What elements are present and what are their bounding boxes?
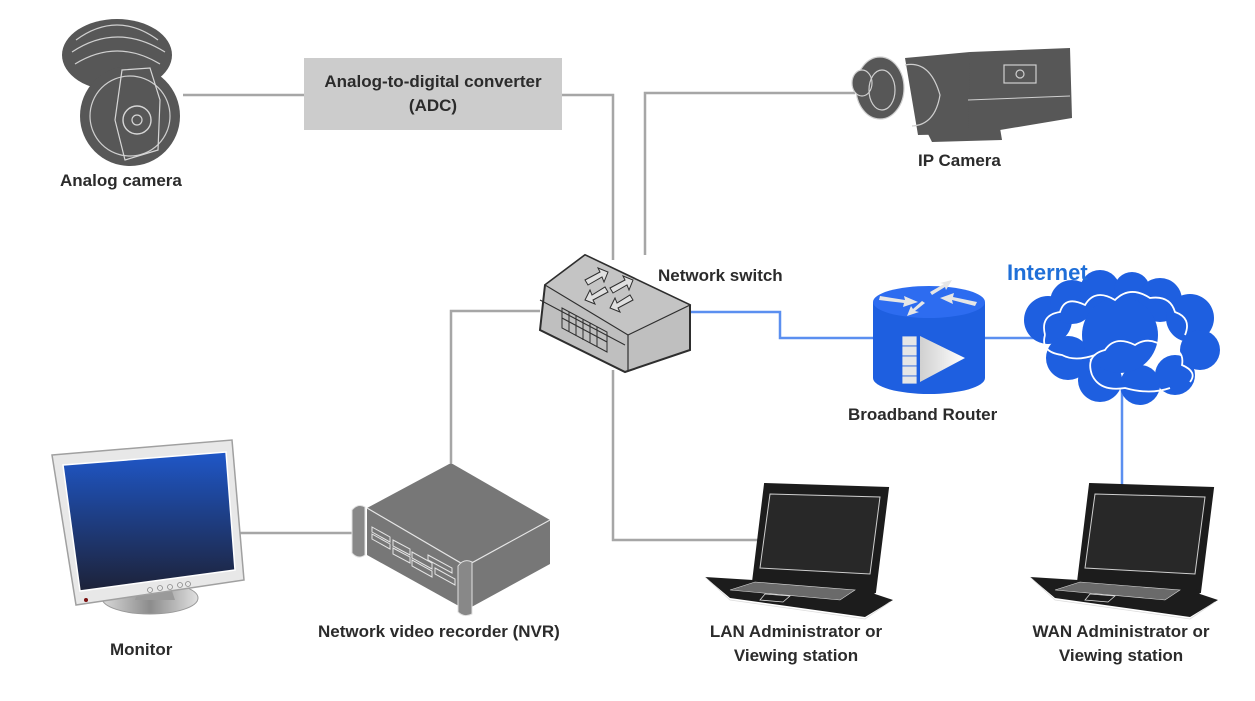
lan-station-label-line2: Viewing station (733, 646, 859, 665)
wan-station-label: WAN Administrator or Viewing station (1020, 620, 1222, 668)
connections (183, 91, 1124, 542)
ip-camera-label: IP Camera (918, 151, 1001, 170)
laptop-icon[interactable] (1029, 482, 1218, 620)
router-icon[interactable] (873, 280, 985, 394)
laptop-icon[interactable] (704, 482, 893, 620)
router-label: Broadband Router (848, 405, 998, 424)
monitor-icon[interactable] (51, 439, 245, 615)
cloud-icon[interactable] (1024, 270, 1220, 405)
adc-label-line1: Analog-to-digital converter (324, 72, 542, 91)
lan-station-label-line1: LAN Administrator or (709, 622, 883, 641)
wan-station-label-line2: Viewing station (1058, 646, 1184, 665)
lan-station-label: LAN Administrator or Viewing station (700, 620, 892, 668)
internet-label: Internet (1007, 260, 1088, 285)
link-switch-nvr (449, 309, 540, 463)
monitor-label: Monitor (110, 640, 173, 659)
box-camera-icon[interactable] (851, 48, 1072, 142)
analog-camera-label: Analog camera (60, 171, 182, 190)
adc-label-line2: (ADC) (408, 96, 458, 115)
wan-station-label-line1: WAN Administrator or (1032, 622, 1210, 641)
link-ipcamera-switch (643, 91, 855, 255)
network-switch-label: Network switch (658, 266, 783, 285)
link-adc-switch (562, 93, 615, 260)
adc-box[interactable]: Analog-to-digital converter (ADC) (304, 58, 562, 130)
switch-icon[interactable] (538, 253, 692, 374)
dome-camera-icon[interactable] (62, 19, 180, 166)
link-switch-lan-station (611, 370, 762, 542)
nvr-label: Network video recorder (NVR) (318, 622, 560, 641)
nvr-icon[interactable] (351, 463, 551, 617)
link-switch-router (688, 310, 873, 340)
